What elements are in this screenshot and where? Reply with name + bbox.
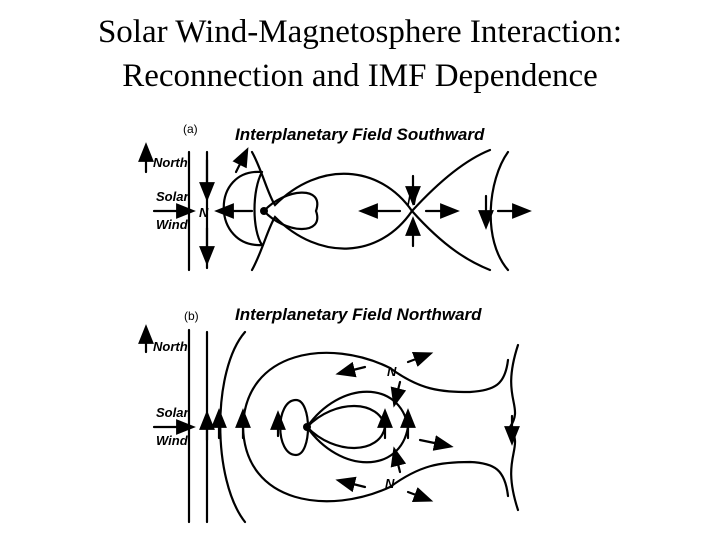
panel-a-heading: Interplanetary Field Southward — [235, 125, 485, 144]
panel-a: (a) Interplanetary Field Southward North… — [138, 122, 532, 272]
panel-b-bottom-left-arrow — [335, 476, 367, 493]
panel-b-outer-loop — [241, 351, 392, 503]
panel-b-wind-label: Wind — [156, 433, 189, 448]
panel-a-tail-lower — [410, 209, 492, 272]
panel-a-solar-label: Solar — [156, 189, 189, 204]
panel-a-tail-upper — [410, 148, 492, 213]
panel-a-tag: (a) — [183, 122, 198, 136]
panel-b-solar-label: Solar — [156, 405, 189, 420]
slide-title: Solar Wind-Magnetosphere Interaction: Re… — [0, 10, 720, 98]
panel-a-loop-arrow — [232, 147, 249, 174]
panel-a-wind-label: Wind — [156, 217, 189, 232]
title-line-2: Reconnection and IMF Dependence — [122, 58, 598, 94]
panel-b-upper-reconnected — [388, 358, 510, 394]
panel-b-tag: (b) — [184, 309, 199, 323]
panel-a-dayside-loop — [222, 170, 264, 247]
panel-b-heading: Interplanetary Field Northward — [235, 305, 482, 324]
panel-b-top-right-arrow — [406, 352, 434, 367]
panel-b-bottom-up-arrow — [390, 446, 407, 474]
panel-b-inner-loop — [305, 390, 410, 464]
panel-b-top-down-arrow — [390, 380, 407, 408]
panel-b-tailward-arrow — [418, 435, 454, 451]
panel-a-north-label: North — [153, 155, 188, 170]
panel-b-lower-reconnected — [388, 460, 510, 498]
title-line-1: Solar Wind-Magnetosphere Interaction: — [97, 14, 623, 50]
panel-a-neutral-left: N — [199, 205, 209, 220]
panel-a-upper-fieldline — [250, 150, 414, 213]
panel-a-lower-fieldline — [250, 209, 414, 272]
panel-b-top-left-arrow — [335, 361, 367, 378]
panel-b-neutral-top: N — [387, 364, 397, 379]
panel-a-earth — [260, 207, 268, 215]
panel-b-north-label: North — [153, 339, 188, 354]
panel-b-neutral-bottom: N — [385, 476, 395, 491]
panel-b: (b) Interplanetary Field Northward North… — [138, 305, 520, 524]
panel-b-draped-line — [219, 330, 247, 524]
panel-b-bottom-right-arrow — [406, 487, 434, 502]
